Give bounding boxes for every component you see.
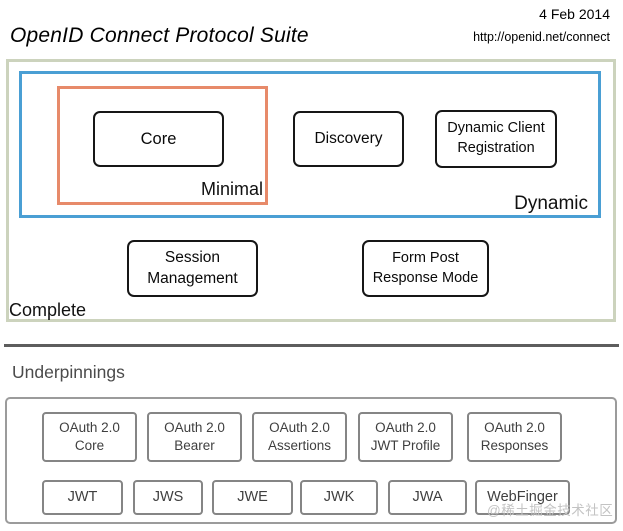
jws-box: JWS — [133, 480, 203, 515]
dynamic-client-registration-spec-box: Dynamic Client Registration — [435, 110, 557, 168]
watermark-text: @稀土掘金技术社区 — [487, 503, 614, 518]
url-label: http://openid.net/connect — [473, 30, 610, 44]
oauth-core-box: OAuth 2.0 Core — [42, 412, 137, 462]
oauth-assertions-box: OAuth 2.0 Assertions — [252, 412, 347, 462]
page-title: OpenID Connect Protocol Suite — [10, 24, 309, 47]
oauth-responses-box: OAuth 2.0 Responses — [467, 412, 562, 462]
dynamic-group-label: Dynamic — [514, 193, 588, 214]
underpinnings-group-frame: OAuth 2.0 Core OAuth 2.0 Bearer OAuth 2.… — [5, 397, 617, 524]
form-post-response-mode-spec-box: Form Post Response Mode — [362, 240, 489, 297]
jwt-box: JWT — [42, 480, 123, 515]
jwa-box: JWA — [388, 480, 467, 515]
jwe-box: JWE — [212, 480, 293, 515]
complete-group-label: Complete — [9, 300, 87, 320]
oauth-jwt-profile-box: OAuth 2.0 JWT Profile — [358, 412, 453, 462]
minimal-group-label: Minimal — [200, 179, 263, 199]
core-spec-box: Core — [93, 111, 224, 167]
date-label: 4 Feb 2014 — [539, 6, 610, 22]
oauth-bearer-box: OAuth 2.0 Bearer — [147, 412, 242, 462]
jwk-box: JWK — [300, 480, 378, 515]
discovery-spec-box: Discovery — [293, 111, 404, 167]
webfinger-box: WebFinger — [475, 480, 570, 515]
session-management-spec-box: Session Management — [127, 240, 258, 297]
underpinnings-label: Underpinnings — [12, 362, 125, 382]
section-divider — [4, 344, 619, 347]
